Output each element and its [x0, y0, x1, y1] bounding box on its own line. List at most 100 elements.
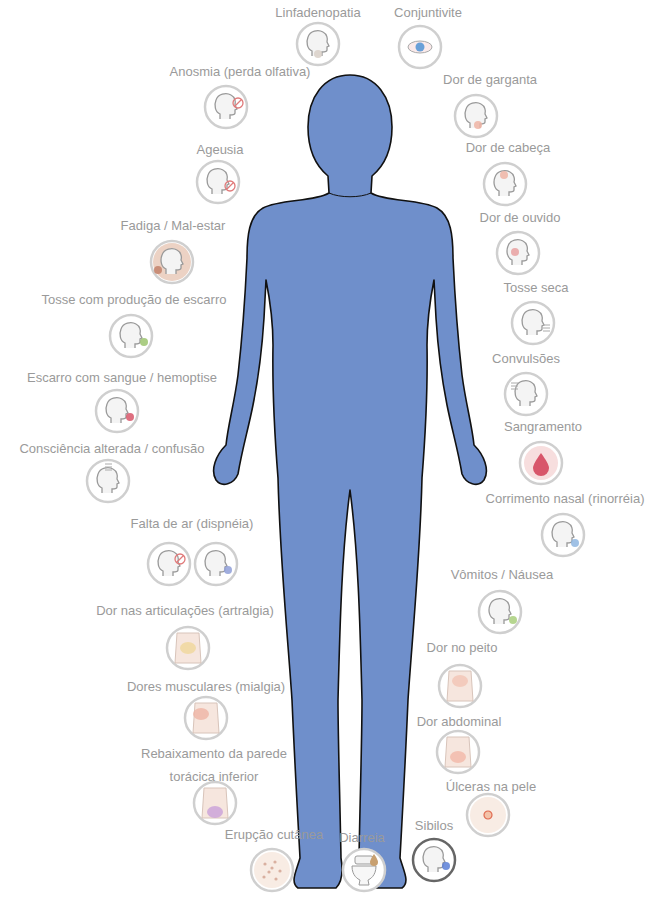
symptom-label: Dor nas articulações (artralgia): [95, 603, 275, 619]
symptom-icon: [191, 779, 239, 827]
icon-ring: [205, 86, 247, 128]
icon-ring: [542, 514, 584, 556]
head-profile: [207, 169, 229, 194]
symptom-icon: [192, 540, 240, 588]
symptom-item: Falta de ar (dispnéia): [130, 516, 255, 532]
symptom-item: Diarreia: [338, 830, 386, 846]
no-sign: [175, 554, 185, 564]
symptom-icon: [502, 370, 550, 418]
icon-ring: [512, 302, 554, 344]
motion-line: [511, 383, 518, 384]
head-profile: [106, 398, 128, 423]
no-sign-bar: [235, 100, 242, 107]
symptom-icon: [182, 694, 230, 742]
symptom-item: Sibilos: [414, 818, 455, 834]
icon-fill: [153, 243, 191, 281]
symptom-item: Linfadenopatia: [274, 5, 362, 21]
symptom-item: Sangramento: [503, 419, 584, 435]
symptom-icon: [164, 624, 212, 672]
pain-area: [193, 708, 209, 720]
icon-ring: [484, 163, 526, 205]
symptom-item: Escarro com sangue / hemoptise: [26, 370, 219, 386]
rash-dot: [274, 877, 277, 880]
skin-patch: [470, 797, 506, 833]
symptom-icon: [194, 158, 242, 206]
motion-line: [543, 331, 550, 332]
symptom-icon: [517, 439, 565, 487]
symptom-icon: [452, 92, 500, 140]
head-profile: [465, 103, 487, 128]
symptom-item: Corrimento nasal (rinorréia): [485, 491, 646, 507]
symptom-item: Vômitos / Náusea: [450, 567, 555, 583]
symptom-icon: [464, 791, 512, 839]
head-profile: [423, 847, 445, 872]
symptom-icon: [476, 588, 524, 636]
rash-dot: [273, 860, 276, 863]
symptom-label: Corrimento nasal (rinorréia): [485, 491, 646, 507]
icon-ring: [197, 161, 239, 203]
icon-accent: [442, 862, 450, 870]
symptom-label: Anosmia (perda olfativa): [169, 64, 312, 80]
symptom-item: Dor nas articulações (artralgia): [95, 603, 275, 619]
head-profile: [205, 551, 227, 576]
icon-ring: [437, 731, 479, 773]
symptom-item: Dor abdominal: [416, 714, 503, 730]
symptom-item: Dores musculares (mialgia): [126, 679, 287, 695]
icon-ring: [87, 460, 129, 502]
symptom-label: Erupção cutânea: [224, 827, 325, 843]
icon-ring: [399, 26, 441, 68]
no-sign-bar: [177, 556, 184, 563]
symptom-icon: [436, 662, 484, 710]
rash-dot: [267, 870, 270, 873]
pain-area: [450, 751, 466, 763]
head-profile: [507, 240, 529, 265]
icon-accent: [509, 616, 517, 624]
symptom-label: Linfadenopatia: [274, 5, 362, 21]
symptom-label: Dor de cabeça: [465, 140, 552, 156]
symptom-icon: [84, 457, 132, 505]
icon-ring: [185, 697, 227, 739]
symptom-item: Dor de garganta: [442, 72, 538, 88]
symptom-icon: [494, 229, 542, 277]
symptom-label: Fadiga / Mal-estar: [120, 218, 227, 234]
icon-ring: [167, 627, 209, 669]
icon-ring: [439, 665, 481, 707]
symptom-label: Dor de garganta: [442, 72, 538, 88]
symptom-icon: [539, 511, 587, 559]
torso-shape: [445, 737, 471, 767]
icon-accent: [474, 121, 482, 129]
motion-line: [543, 328, 550, 329]
torso-shape: [175, 633, 201, 663]
eye-shape: [408, 41, 432, 53]
symptom-label: Dor abdominal: [416, 714, 503, 730]
symptom-label: Consciência alterada / confusão: [18, 441, 206, 457]
head-profile: [489, 599, 511, 624]
head-profile: [120, 323, 142, 348]
symptom-icon: [434, 728, 482, 776]
icon-ring: [413, 839, 455, 881]
symptom-label: Vômitos / Náusea: [450, 567, 555, 583]
icon-ring: [343, 849, 385, 891]
symptom-item: Tosse seca: [502, 280, 570, 296]
motion-line: [105, 467, 112, 468]
icon-ring: [251, 849, 293, 891]
icon-fill: [524, 446, 558, 480]
icon-accent: [500, 171, 508, 179]
icon-ring: [151, 241, 193, 283]
symptom-item: Ageusia: [196, 142, 245, 158]
symptom-item: Consciência alterada / confusão: [18, 441, 206, 457]
symptom-item: Anosmia (perda olfativa): [169, 64, 312, 80]
symptom-item: Dor de cabeça: [465, 140, 552, 156]
symptom-label: Diarreia: [338, 830, 386, 846]
motion-line: [511, 386, 518, 387]
symptom-item: Conjuntivite: [393, 5, 463, 21]
symptom-item: Dor no peito: [426, 640, 499, 656]
symptom-icon: [481, 160, 529, 208]
symptom-icon: [509, 299, 557, 347]
rash-dot: [270, 866, 273, 869]
eye-iris: [416, 43, 425, 52]
icon-ring: [497, 232, 539, 274]
rash-dot: [263, 862, 266, 865]
icon-ring: [505, 373, 547, 415]
symptom-icon: [202, 83, 250, 131]
